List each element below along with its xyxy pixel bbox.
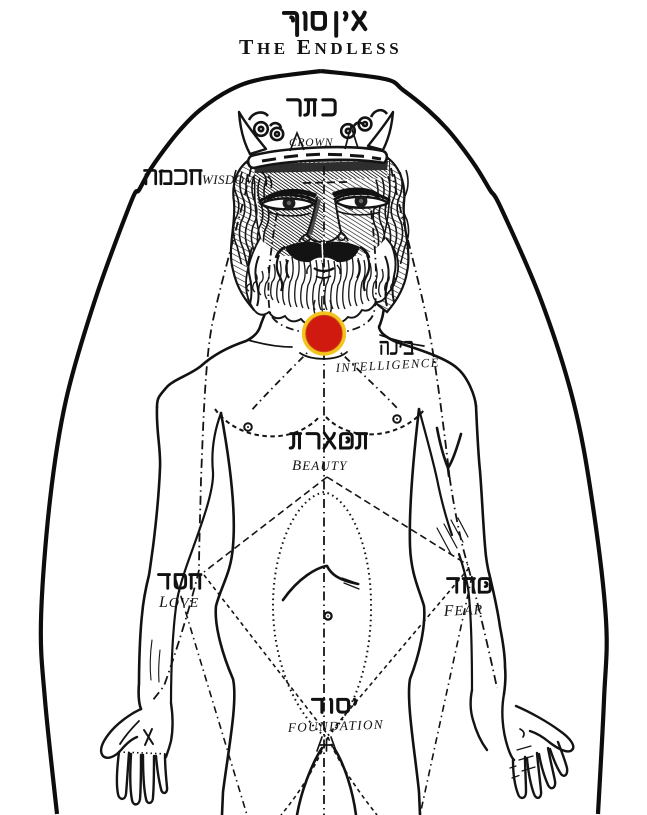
svg-text:BEAUTY: BEAUTY (292, 458, 348, 474)
svg-text:INTELLIGENCE: INTELLIGENCE (334, 356, 440, 375)
svg-text:FEAR: FEAR (442, 601, 483, 620)
svg-text:WISDOM: WISDOM (202, 172, 256, 187)
svg-text:CROWN: CROWN (289, 137, 334, 149)
svg-text:FOUNDATION: FOUNDATION (287, 717, 385, 735)
svg-text:THE ENDLESS: THE ENDLESS (239, 35, 402, 59)
svg-text:LOVE: LOVE (158, 594, 199, 611)
